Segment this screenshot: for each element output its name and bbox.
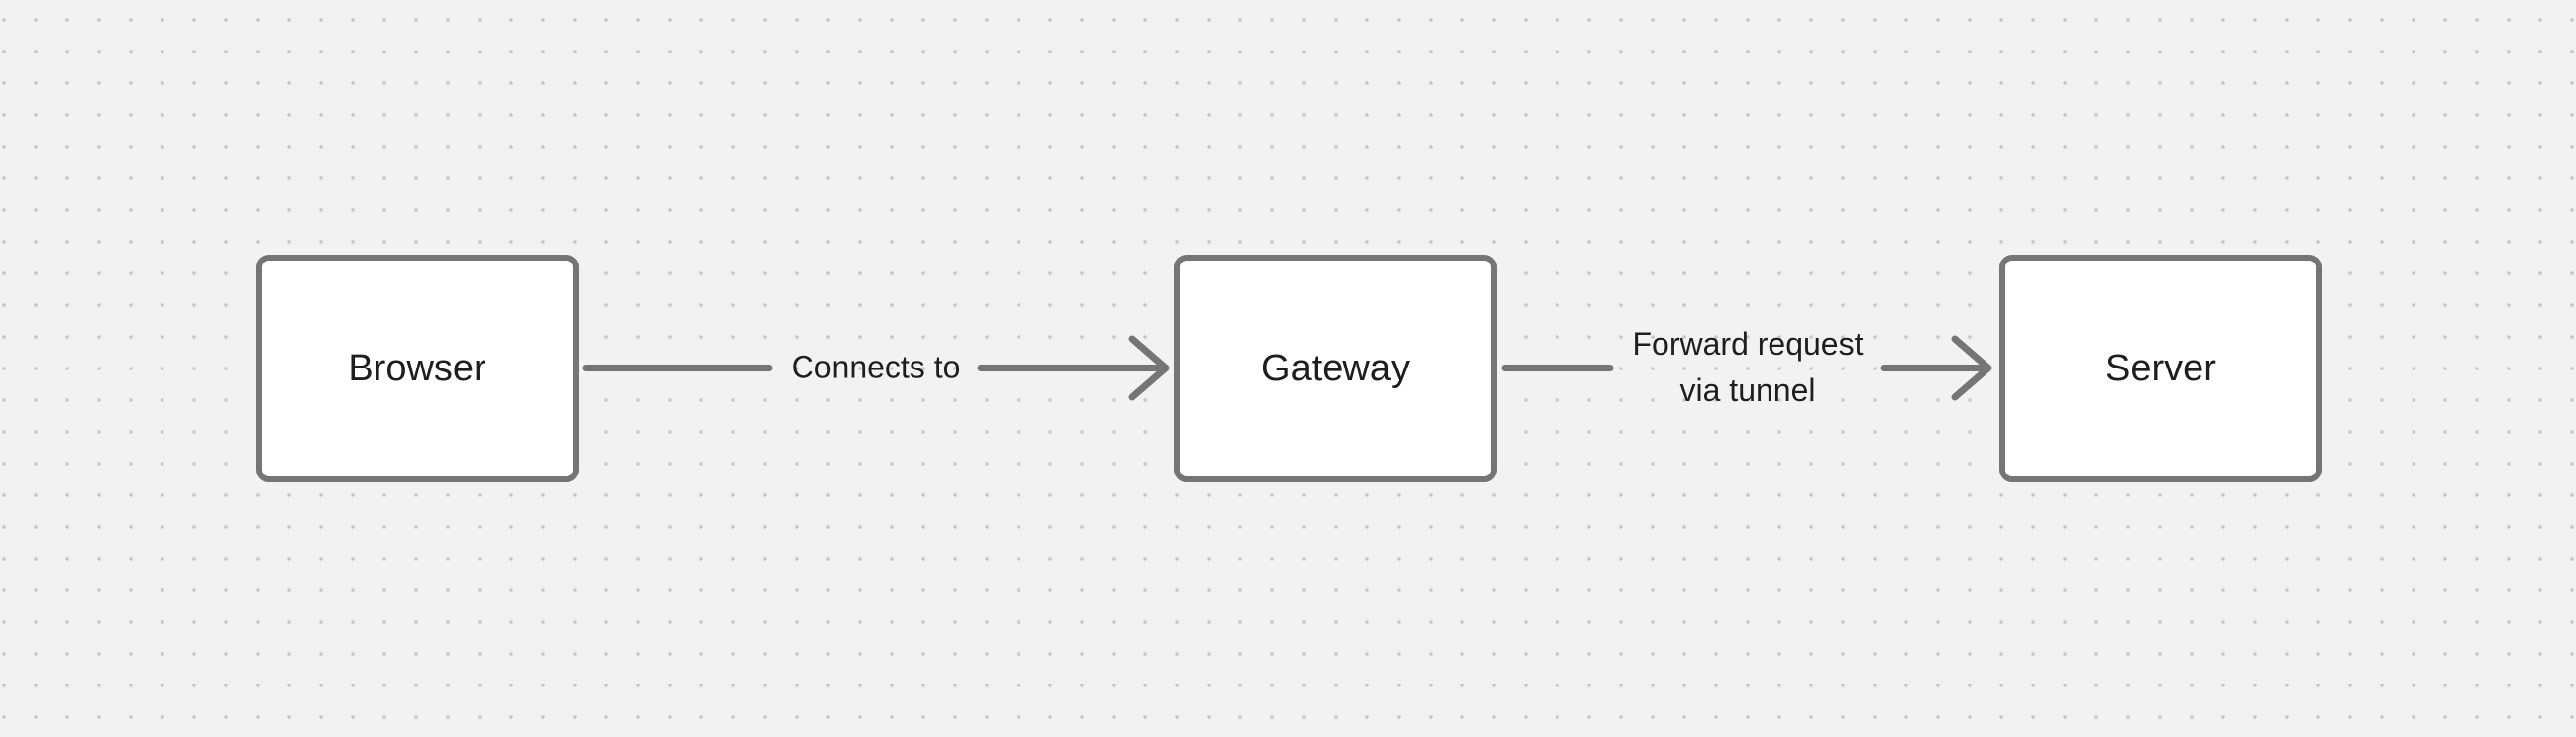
connector-label-forward-request[interactable]: Forward request via tunnel — [1633, 321, 1864, 414]
node-server-label: Server — [2105, 348, 2216, 389]
connector-label-forward-request-line-2: via tunnel — [1679, 372, 1816, 408]
node-gateway[interactable]: Gateway — [1174, 255, 1497, 482]
connector-label-connects-to[interactable]: Connects to — [791, 349, 961, 385]
connector-label-forward-request-line-1: Forward request — [1632, 326, 1864, 362]
node-browser-label: Browser — [348, 348, 486, 389]
node-browser[interactable]: Browser — [256, 255, 579, 482]
node-gateway-label: Gateway — [1261, 348, 1410, 389]
connector-gateway-server-arrowhead-icon[interactable] — [1951, 335, 1992, 401]
connector-browser-gateway-arrowhead-icon[interactable] — [1128, 335, 1170, 401]
node-server[interactable]: Server — [1999, 255, 2322, 482]
